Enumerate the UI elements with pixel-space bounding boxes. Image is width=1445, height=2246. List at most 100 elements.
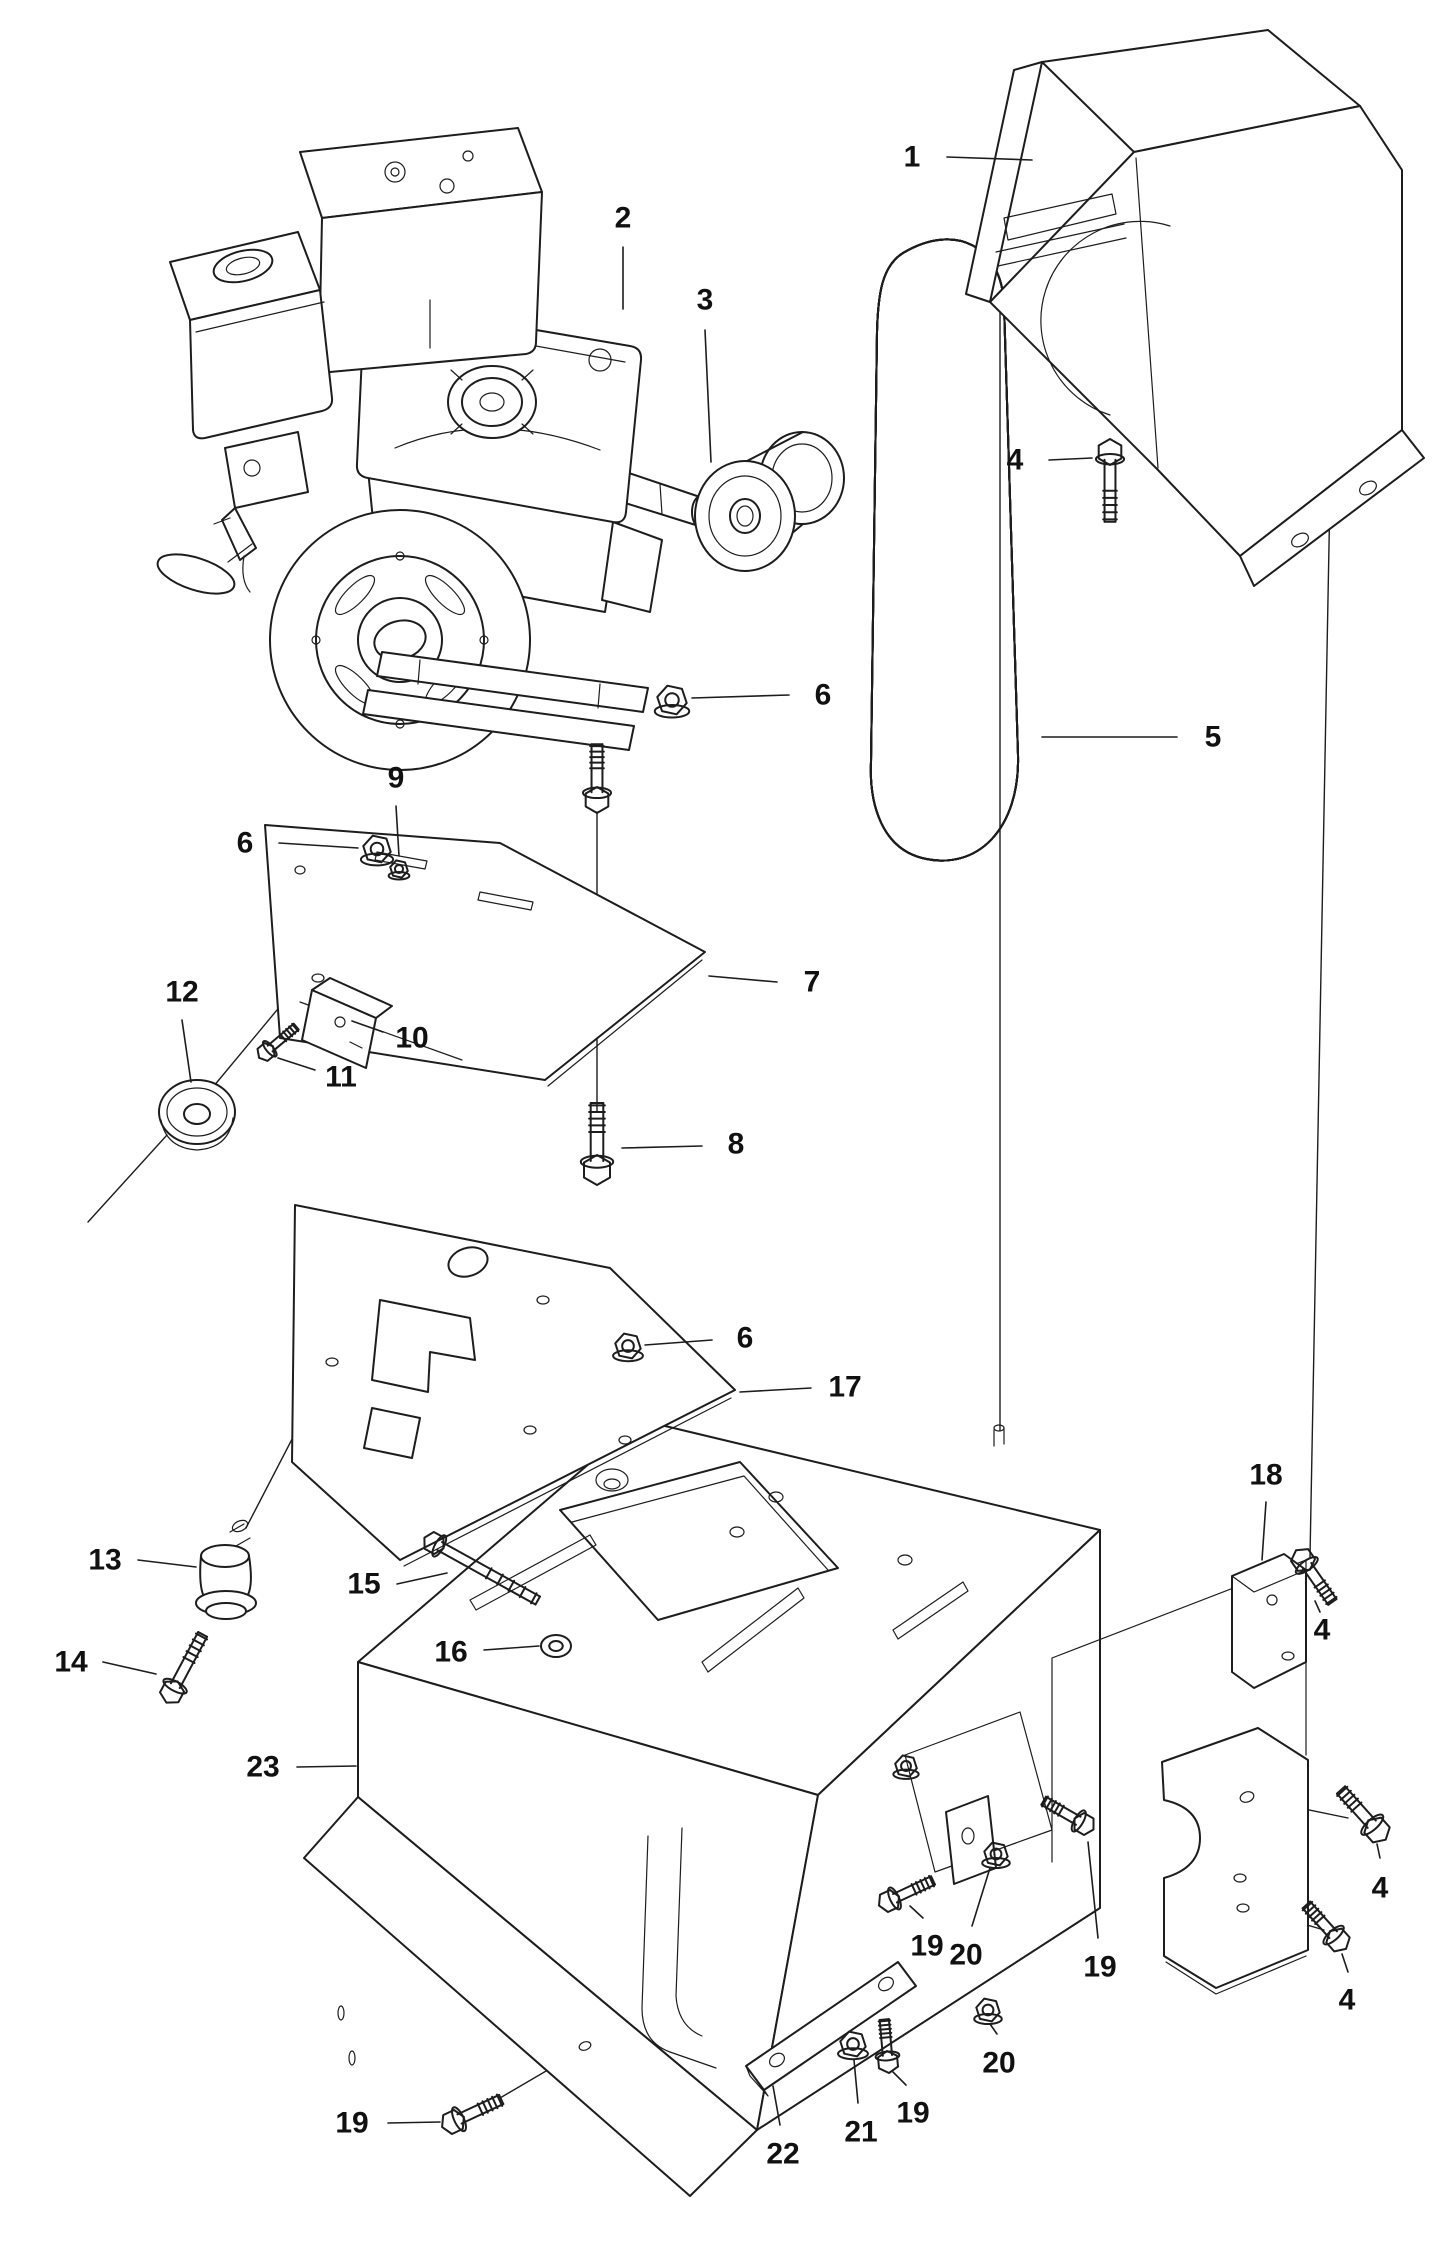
callout-leader-line	[1261, 1501, 1267, 1561]
callout-leader-line	[1087, 1841, 1099, 1939]
callout-number: 6	[237, 827, 254, 860]
bracket-18	[1231, 1553, 1307, 1689]
callout-5: 5	[1041, 721, 1222, 754]
callout-leader-line	[1341, 1953, 1349, 1973]
callout-6: 6	[644, 1322, 753, 1355]
vibration-damper-13	[195, 1519, 257, 1620]
callout-number: 12	[165, 976, 198, 1009]
callout-number: 21	[844, 2116, 877, 2149]
callout-19: 19	[909, 1905, 944, 1963]
callout-number: 17	[828, 1371, 861, 1404]
callout-number: 4	[1372, 1872, 1389, 1905]
nut-6-engine-base	[653, 684, 691, 719]
engine-cylinder	[601, 521, 663, 613]
callout-leader-line	[395, 805, 400, 857]
callout-6: 6	[237, 827, 359, 860]
frame-slot	[892, 1581, 969, 1640]
callout-leader-line	[137, 1559, 197, 1568]
air-cleaner-knob	[212, 248, 274, 284]
callout-number: 5	[1205, 721, 1222, 754]
plate-17	[291, 1204, 736, 1561]
nut-frame-tab	[892, 1754, 920, 1780]
callout-leader-line	[971, 1867, 991, 1927]
callout-leader-line	[946, 156, 1033, 161]
frame-chassis	[303, 1419, 1101, 2197]
callout-number: 14	[54, 1646, 88, 1679]
side-cover-plate	[1161, 1727, 1309, 1989]
nut-9	[387, 859, 411, 881]
callout-leader-line	[892, 2071, 907, 2086]
callout-21: 21	[844, 2059, 878, 2149]
grommet-12	[158, 1079, 236, 1151]
callout-number: 19	[1083, 1951, 1116, 1984]
plate-7-slot	[477, 891, 534, 911]
callout-leader-line	[296, 1765, 357, 1768]
callout-number: 4	[1314, 1614, 1331, 1647]
callout-leader-line	[396, 1572, 448, 1585]
motor-plate-7-group	[158, 824, 706, 1151]
air-cleaner	[169, 231, 334, 440]
callout-number: 16	[434, 1636, 467, 1669]
callout-number: 19	[910, 1930, 943, 1963]
bolt-19-right	[1040, 1795, 1095, 1836]
callout-number: 19	[335, 2107, 368, 2140]
callout-18: 18	[1249, 1459, 1283, 1561]
belt-guard-flange	[965, 61, 1043, 303]
bolt-4-guard	[1094, 438, 1126, 523]
callout-number: 19	[896, 2097, 929, 2130]
callout-leader-line	[483, 1645, 540, 1651]
washer-16	[540, 1634, 572, 1658]
fuel-cap	[447, 365, 537, 439]
callout-leader-line	[704, 329, 712, 463]
callout-leader-line	[102, 1661, 157, 1675]
nut-20-lower	[973, 1997, 1003, 2026]
engine-bracket-plate-17	[291, 1204, 736, 1567]
callout-3: 3	[697, 284, 714, 463]
plate-17-hole	[447, 1246, 489, 1278]
callout-23: 23	[246, 1751, 357, 1784]
plate-7-slot	[374, 851, 428, 870]
v-belt-5	[871, 239, 1018, 860]
nut-6-bracket-plate	[612, 1332, 644, 1363]
belt-guard-mount-flange	[1239, 429, 1425, 587]
callout-1: 1	[904, 141, 1033, 174]
callout-number: 6	[815, 679, 832, 712]
callout-number: 2	[615, 202, 632, 235]
callout-leader-line	[181, 1019, 192, 1083]
muffler	[299, 127, 543, 374]
callout-19: 19	[892, 2071, 930, 2130]
bolt-19-bottom	[441, 2093, 505, 2135]
callout-leader-line	[621, 1145, 703, 1149]
callout-20: 20	[982, 2023, 1016, 2080]
callout-number: 3	[697, 284, 714, 317]
callout-22: 22	[766, 2085, 800, 2171]
callout-17: 17	[739, 1371, 862, 1404]
callout-leader-line	[853, 2059, 859, 2104]
callout-number: 7	[804, 966, 821, 999]
engine-handle	[156, 553, 236, 595]
bolt-8	[579, 1102, 615, 1186]
callout-leader-line	[772, 2085, 781, 2126]
callout-6: 6	[691, 679, 832, 712]
callout-number: 15	[347, 1568, 380, 1601]
callout-12: 12	[165, 976, 199, 1083]
callout-13: 13	[88, 1544, 197, 1577]
screw-11	[256, 1022, 300, 1062]
callout-leader-line	[1376, 1843, 1381, 1859]
callout-leader-line	[1314, 1600, 1321, 1613]
callout-number: 1	[904, 141, 921, 174]
bolt-14	[159, 1631, 209, 1704]
engine-assembly	[156, 127, 711, 771]
stud-engine-base	[581, 743, 613, 814]
callout-number: 9	[388, 762, 405, 795]
callout-number: 20	[949, 1939, 982, 1972]
callout-number: 4	[1007, 444, 1024, 477]
plate-17-cutout	[371, 1299, 476, 1393]
callout-leader-line	[1048, 457, 1093, 461]
callout-leader-line	[691, 694, 790, 699]
nut-20-upper	[981, 1841, 1011, 1870]
engine-base-rails	[362, 651, 649, 751]
bolt-19-upper	[878, 1874, 936, 1913]
frame-right-face	[756, 1529, 1101, 2131]
